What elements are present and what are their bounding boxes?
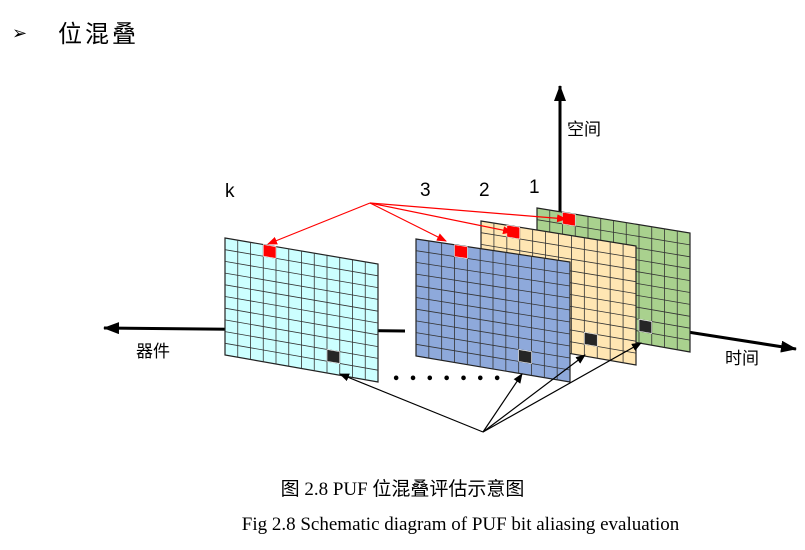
grid-line — [224, 261, 379, 288]
grid-line — [415, 320, 571, 347]
dark-bit — [518, 349, 532, 364]
red-arrow-to-2 — [369, 202, 513, 235]
figure-caption-english: Fig 2.8 Schematic diagram of PUF bit ali… — [241, 514, 680, 535]
grid-line — [224, 319, 379, 347]
black-arrows — [339, 342, 642, 433]
red-arrow-to-1 — [369, 202, 567, 223]
challenge-plane-k — [224, 237, 379, 383]
dark-bit — [326, 349, 341, 364]
black-arrow-to-3 — [482, 373, 523, 433]
grid-line — [224, 342, 379, 371]
section-title: 位混叠 — [58, 20, 139, 48]
red-bit — [262, 244, 277, 259]
red-arrow-to-3 — [369, 202, 447, 242]
challenge-plane-3 — [415, 238, 571, 383]
black-arrow-to-k — [339, 373, 484, 433]
red-arrow-to-k — [267, 202, 371, 245]
bullet-arrow-icon: ➢ — [12, 23, 31, 44]
grid-line — [415, 273, 571, 299]
grid-line — [415, 343, 571, 371]
grid-line — [415, 297, 571, 323]
section-heading: ➢ 位混叠 — [12, 14, 139, 49]
grid-line — [415, 285, 571, 311]
plane-label-2: 2 — [479, 180, 490, 201]
black-arrow-to-1 — [482, 342, 642, 433]
grid-line — [224, 307, 379, 336]
grid-line — [415, 250, 571, 275]
dark-bit — [638, 318, 653, 334]
grid-line — [415, 308, 571, 335]
black-arrow-to-2 — [482, 354, 586, 433]
plane-label-k: k — [225, 181, 235, 202]
dark-bits — [326, 318, 653, 364]
dark-bit — [584, 331, 598, 347]
grid-line — [224, 296, 379, 324]
grid-line — [224, 284, 379, 312]
grid-line — [415, 332, 571, 359]
red-bit — [454, 244, 468, 259]
device-axis-label: 器件 — [136, 342, 170, 361]
grid-line — [224, 249, 379, 277]
grid-line — [480, 244, 637, 271]
red-bit — [506, 224, 521, 240]
plane-label-3: 3 — [420, 180, 431, 201]
grid-line — [224, 331, 379, 359]
grid-line — [415, 262, 571, 287]
red-arrows — [267, 202, 567, 245]
grid-line — [224, 272, 379, 300]
time-axis-label: 时间 — [725, 349, 759, 368]
ellipsis-dots: • • • • • • • — [392, 372, 503, 387]
space-axis-label: 空间 — [567, 120, 601, 139]
plane-label-1: 1 — [529, 177, 540, 198]
figure-caption-chinese: 图 2.8 PUF 位混叠评估示意图 — [280, 479, 525, 500]
